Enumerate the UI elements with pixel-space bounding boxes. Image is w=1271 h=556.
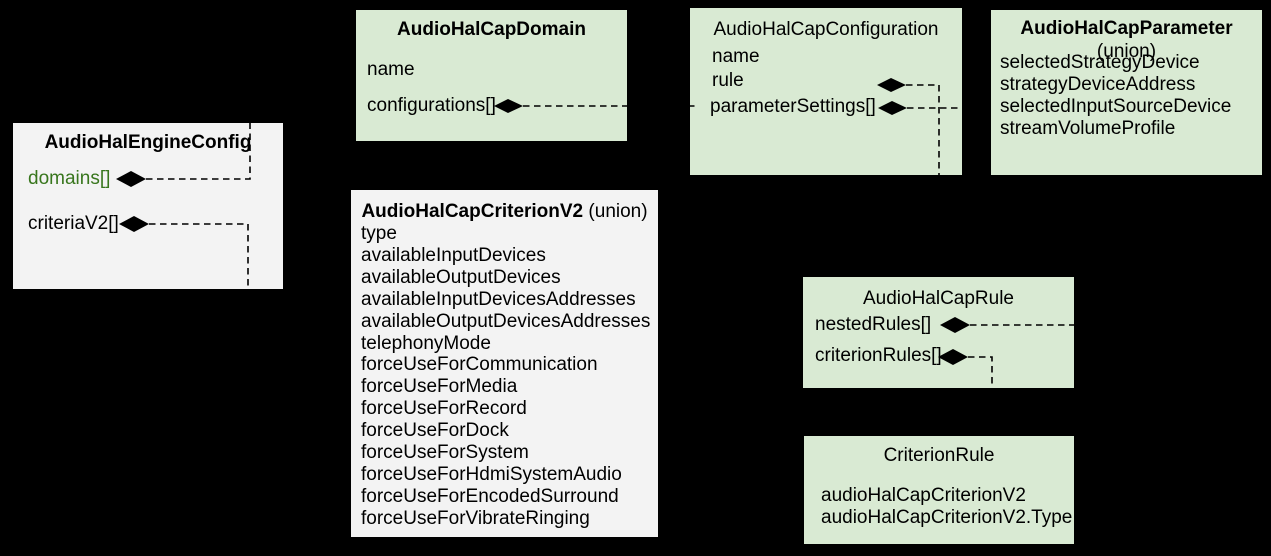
- field-type: type: [361, 223, 397, 244]
- field-telephony-mode: telephonyMode: [361, 332, 491, 354]
- field-force-use-for-hdmi-system-audio: forceUseForHdmiSystemAudio: [361, 463, 622, 485]
- class-box-audio-hal-cap-domain: AudioHalCapDomain name configurations[]: [356, 10, 627, 141]
- field-parameter-settings: parameterSettings[]: [710, 96, 876, 117]
- field-available-output-devices: availableOutputDevices: [361, 266, 561, 288]
- box-subtitle-union: (union): [1096, 41, 1157, 62]
- field-audio-hal-cap-criterion-v2: audioHalCapCriterionV2: [821, 485, 1026, 506]
- field-audio-hal-cap-criterion-v2-type: audioHalCapCriterionV2.Type: [821, 507, 1073, 528]
- field-force-use-for-media: forceUseForMedia: [361, 376, 518, 398]
- field-force-use-for-record: forceUseForRecord: [361, 398, 527, 420]
- field-stream-volume-profile: streamVolumeProfile: [1000, 118, 1176, 139]
- class-box-criterion-rule: CriterionRule audioHalCapCriterionV2 aud…: [804, 436, 1074, 544]
- field-force-use-for-encoded-surround: forceUseForEncodedSurround: [361, 485, 619, 507]
- box-title: AudioHalCapCriterionV2 (union): [351, 201, 658, 223]
- field-force-use-for-vibrate-ringing: forceUseForVibrateRinging: [361, 507, 590, 529]
- field-available-output-devices-addresses: availableOutputDevicesAddresses: [361, 310, 651, 332]
- box-title-main: AudioHalCapCriterionV2: [361, 201, 584, 222]
- field-force-use-for-communication: forceUseForCommunication: [361, 354, 598, 376]
- field-selected-strategy-device: selectedStrategyDevice: [1000, 52, 1200, 73]
- field-list: audioHalCapCriterionV2 audioHalCapCriter…: [821, 485, 1072, 529]
- box-title-union-suffix: (union): [583, 201, 648, 222]
- box-title: AudioHalEngineConfig: [44, 132, 252, 153]
- field-available-input-devices-addresses: availableInputDevicesAddresses: [361, 288, 636, 310]
- class-box-audio-hal-cap-parameter: AudioHalCapParameter (union) selectedStr…: [991, 10, 1262, 175]
- field-name: name: [367, 59, 415, 80]
- field-name: name: [712, 46, 760, 67]
- field-force-use-for-dock: forceUseForDock: [361, 420, 509, 442]
- class-box-audio-hal-cap-rule: AudioHalCapRule nestedRules[] criterionR…: [803, 277, 1074, 388]
- box-title: AudioHalCapDomain: [397, 19, 586, 40]
- field-selected-input-source-device: selectedInputSourceDevice: [1000, 96, 1232, 117]
- field-rule: rule: [712, 70, 744, 91]
- field-strategy-device-address: strategyDeviceAddress: [1000, 74, 1196, 95]
- field-list: selectedStrategyDevice strategyDeviceAdd…: [1000, 52, 1231, 140]
- field-configurations: configurations[]: [367, 95, 496, 116]
- field-criteria-v2: criteriaV2[]: [28, 213, 119, 234]
- class-box-audio-hal-engine-config: AudioHalEngineConfig domains[] criteriaV…: [13, 123, 283, 289]
- field-force-use-for-system: forceUseForSystem: [361, 442, 529, 464]
- field-nested-rules: nestedRules[]: [815, 314, 932, 335]
- class-box-audio-hal-cap-configuration: AudioHalCapConfiguration name rule param…: [690, 8, 962, 175]
- field-list: type availableInputDevices availableOutp…: [361, 223, 650, 530]
- box-title: AudioHalCapRule: [862, 288, 1015, 309]
- class-box-audio-hal-cap-criterion-v2: AudioHalCapCriterionV2 (union) type avai…: [351, 190, 658, 537]
- box-title: AudioHalCapConfiguration: [713, 19, 939, 40]
- box-title: CriterionRule: [883, 445, 995, 466]
- field-domains: domains[]: [28, 168, 111, 189]
- box-title: AudioHalCapParameter: [1020, 18, 1233, 39]
- field-criterion-rules: criterionRules[]: [815, 345, 942, 366]
- field-available-input-devices: availableInputDevices: [361, 244, 546, 266]
